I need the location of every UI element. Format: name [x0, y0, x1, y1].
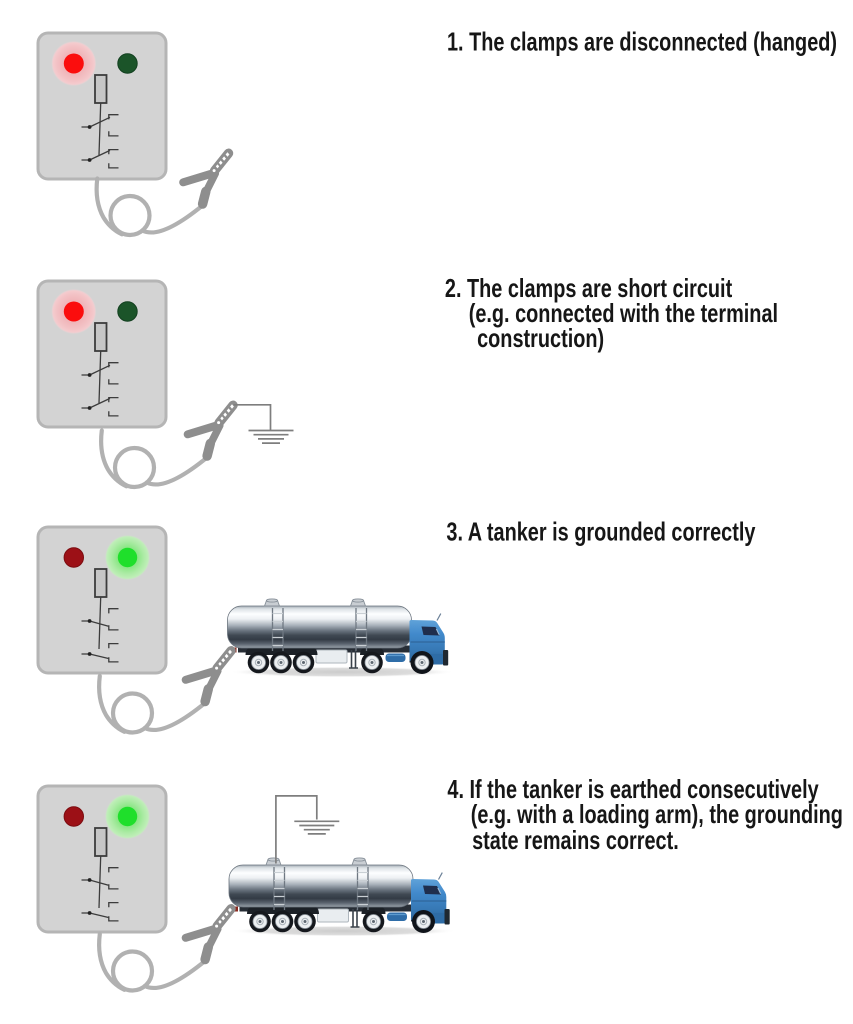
svg-text:4. If the tanker is earthed co: 4. If the tanker is earthed consecutivel…	[447, 775, 819, 804]
svg-text:3. A tanker is grounded correc: 3. A tanker is grounded correctly	[446, 517, 755, 546]
svg-text:construction): construction)	[477, 323, 604, 352]
svg-text:2. The clamps are short circui: 2. The clamps are short circuit	[445, 274, 733, 303]
svg-text:(e.g. connected with the termi: (e.g. connected with the terminal	[469, 299, 778, 328]
svg-text:state remains correct.: state remains correct.	[472, 826, 679, 855]
svg-text:1. The clamps are disconnected: 1. The clamps are disconnected (hanged)	[447, 27, 837, 56]
svg-text:(e.g. with a loading arm), the: (e.g. with a loading arm), the grounding	[471, 799, 843, 828]
